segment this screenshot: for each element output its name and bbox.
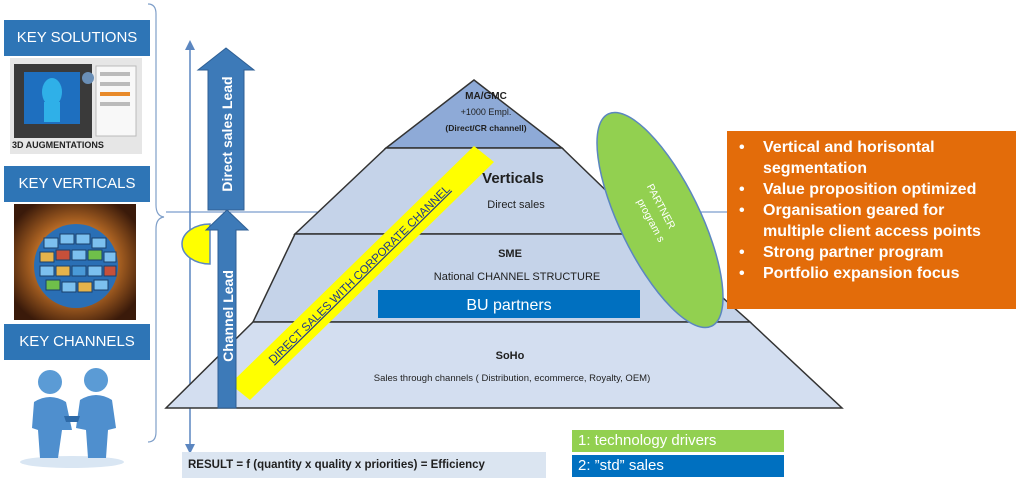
bullet-item: multiple client access points [763,221,1016,242]
partner-program-ellipse [596,111,724,329]
channel-lead-text: Channel Lead [220,270,236,362]
tier-verticals-title: Verticals [482,170,544,187]
bullet-text: multiple client access points [763,223,981,240]
direct-sales-lead-arrow [196,47,256,211]
result-formula: RESULT = f (quantity x quality x priorit… [182,452,546,478]
axis-top-arrowhead [185,40,195,50]
bullet-text: Value proposition optimized [763,181,977,198]
bullet-text: Organisation geared for [763,202,945,219]
yellow-half-circle [181,223,211,265]
tier-verticals-sub: Direct sales [487,199,545,211]
handshake-image [12,366,132,470]
tier-soho-title: SoHo [496,350,525,362]
legend-technology-drivers: 1: technology drivers [572,430,784,452]
bullet-item: •Strong partner program [739,244,944,261]
strategy-bullet-list: •Vertical and horisontal segmentation •V… [727,137,1016,284]
augmentations-thumbnail: 3D AUGMENTATIONS [10,58,142,154]
bullet-item: segmentation [763,158,1016,179]
key-solutions-label: KEY SOLUTIONS [4,20,150,56]
verticals-globe-image [14,204,136,320]
bullet-item: •Portfolio expansion focus [739,265,960,282]
tier-sme-sub: National CHANNEL STRUCTURE [434,271,600,283]
tier-soho [164,321,844,409]
handshake-figures [20,368,124,468]
tier-soho-sub: Sales through channels ( Distribution, e… [374,373,651,384]
sidebar-bracket [147,3,165,443]
tier-top-line2: +1000 Empl. [461,107,512,117]
strategy-bullets-box: •Vertical and horisontal segmentation •V… [727,131,1016,309]
direct-sales-banner [230,146,494,400]
axis-bottom-arrowhead [185,444,195,454]
bu-partners-label: BU partners [466,297,551,314]
bu-partners-box [378,290,640,318]
bullet-item: •Vertical and horisontal [739,139,935,156]
key-channels-label: KEY CHANNELS [4,324,150,360]
tier-top-line3: (Direct/CR channell) [445,123,526,133]
globe-image [14,204,136,320]
bullet-text: Strong partner program [763,244,944,261]
tier-sme-title: SME [498,248,522,260]
augmentations-image [10,58,142,154]
legend-std-sales: 2: ”std” sales [572,455,784,477]
result-text: RESULT = f (quantity x quality x priorit… [188,459,485,471]
direct-sales-lead-text: Direct sales Lead [219,76,235,191]
augmentations-caption: 3D AUGMENTATIONS [12,140,104,150]
bullet-item: •Organisation geared for [739,202,945,219]
bullet-text: Vertical and horisontal [763,139,935,156]
tier-top-title: MA/GMC [465,91,507,102]
bullet-text: Portfolio expansion focus [763,265,960,282]
key-verticals-label: KEY VERTICALS [4,166,150,202]
bullet-item: •Value proposition optimized [739,181,977,198]
channel-lead-arrow [204,209,250,409]
bullet-text: segmentation [763,160,868,177]
